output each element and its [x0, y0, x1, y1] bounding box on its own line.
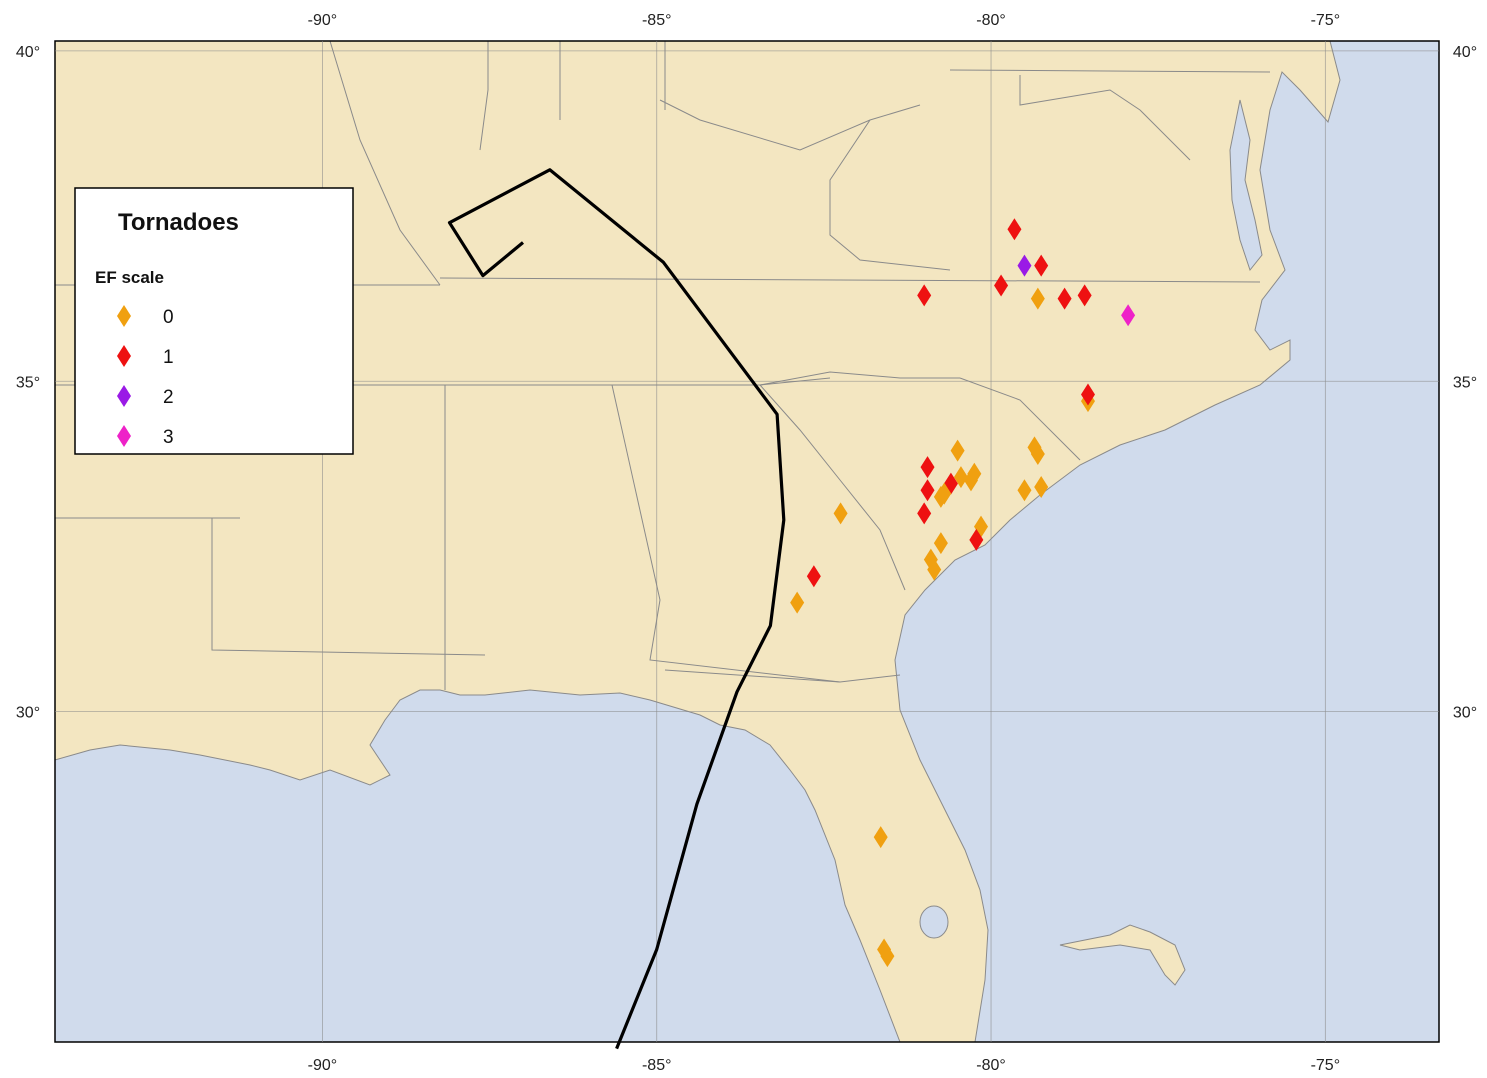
tornado-marker-ef1	[1057, 287, 1072, 310]
legend-label-ef3: 3	[163, 427, 174, 448]
map-frame	[54, 40, 1440, 1043]
tornado-marker-ef0	[873, 826, 888, 849]
tornado-marker-ef0	[790, 591, 805, 614]
tornado-marker-ef2	[1017, 254, 1032, 277]
tornado-marker-ef0	[967, 462, 982, 485]
tornado-marker-ef0	[833, 502, 848, 525]
tornado-marker-ef0	[1034, 475, 1049, 498]
tornado-marker-ef1	[994, 274, 1009, 297]
tornado-marker-ef1	[920, 456, 935, 479]
tornado-marker-ef3	[1121, 304, 1136, 327]
lat-tick-label-left: 35°	[16, 374, 40, 391]
axis-tick-labels: -90° -90° -85° -85° -80° -80° -75° -75° 40° 40° 35…	[16, 12, 1477, 1074]
legend-swatch-ef3	[117, 425, 131, 447]
tornado-marker-ef0	[953, 466, 968, 489]
legend-title: Tornadoes	[118, 209, 239, 236]
lat-tick-label-right: 40°	[1453, 44, 1477, 61]
lake-okeechobee	[919, 905, 949, 939]
tornado-marker-ef1	[1077, 284, 1092, 307]
lat-tick-label-right: 30°	[1453, 705, 1477, 722]
tornado-marker-ef1	[917, 284, 932, 307]
legend-items: 0 1 2 3	[117, 305, 174, 448]
tornado-marker-ef0	[1030, 442, 1045, 465]
legend-swatch-ef2	[117, 385, 131, 407]
lon-tick-label-bottom: -85°	[642, 1057, 672, 1074]
lat-tick-label-left: 30°	[16, 705, 40, 722]
lon-tick-label-top: -75°	[1311, 12, 1341, 29]
bahamas-island	[1059, 924, 1186, 986]
storm-track	[447, 168, 786, 1050]
tornado-marker-ef0	[950, 439, 965, 462]
legend-label-ef1: 1	[163, 347, 174, 368]
tornado-marker-ef0	[877, 938, 892, 961]
tornado-marker-ef1	[806, 565, 821, 588]
storm-track-layer	[447, 168, 786, 1050]
legend-swatch-ef1	[117, 345, 131, 367]
tornado-marker-ef0	[933, 532, 948, 555]
tornado-marker-ef1	[917, 502, 932, 525]
lat-tick-label-right: 35°	[1453, 374, 1477, 391]
tornado-marker-ef0	[937, 482, 952, 505]
tornado-markers	[790, 218, 1136, 968]
legend-swatch-ef0	[117, 305, 131, 327]
legend-subtitle: EF scale	[95, 268, 164, 287]
lon-tick-label-bottom: -80°	[976, 1057, 1006, 1074]
chesapeake-bay	[1229, 99, 1263, 272]
legend-label-ef2: 2	[163, 387, 174, 408]
tornado-marker-ef1	[1034, 254, 1049, 277]
tornado-marker-ef0	[1030, 287, 1045, 310]
legend: Tornadoes EF scale 0 1 2 3	[74, 187, 354, 455]
legend-label-ef0: 0	[163, 307, 174, 328]
lon-tick-label-top: -90°	[308, 12, 338, 29]
lon-tick-label-top: -85°	[642, 12, 672, 29]
lat-tick-label-left: 40°	[16, 44, 40, 61]
tornado-marker-ef0	[927, 558, 942, 581]
tornado-marker-ef1	[1007, 218, 1022, 241]
lon-tick-label-bottom: -75°	[1311, 1057, 1341, 1074]
tornado-marker-ef1	[1080, 383, 1095, 406]
lon-tick-label-bottom: -90°	[308, 1057, 338, 1074]
tornado-marker-ef1	[969, 528, 984, 551]
tornado-marker-ef0	[1017, 479, 1032, 502]
tornado-marker-ef1	[920, 479, 935, 502]
lon-tick-label-top: -80°	[976, 12, 1006, 29]
